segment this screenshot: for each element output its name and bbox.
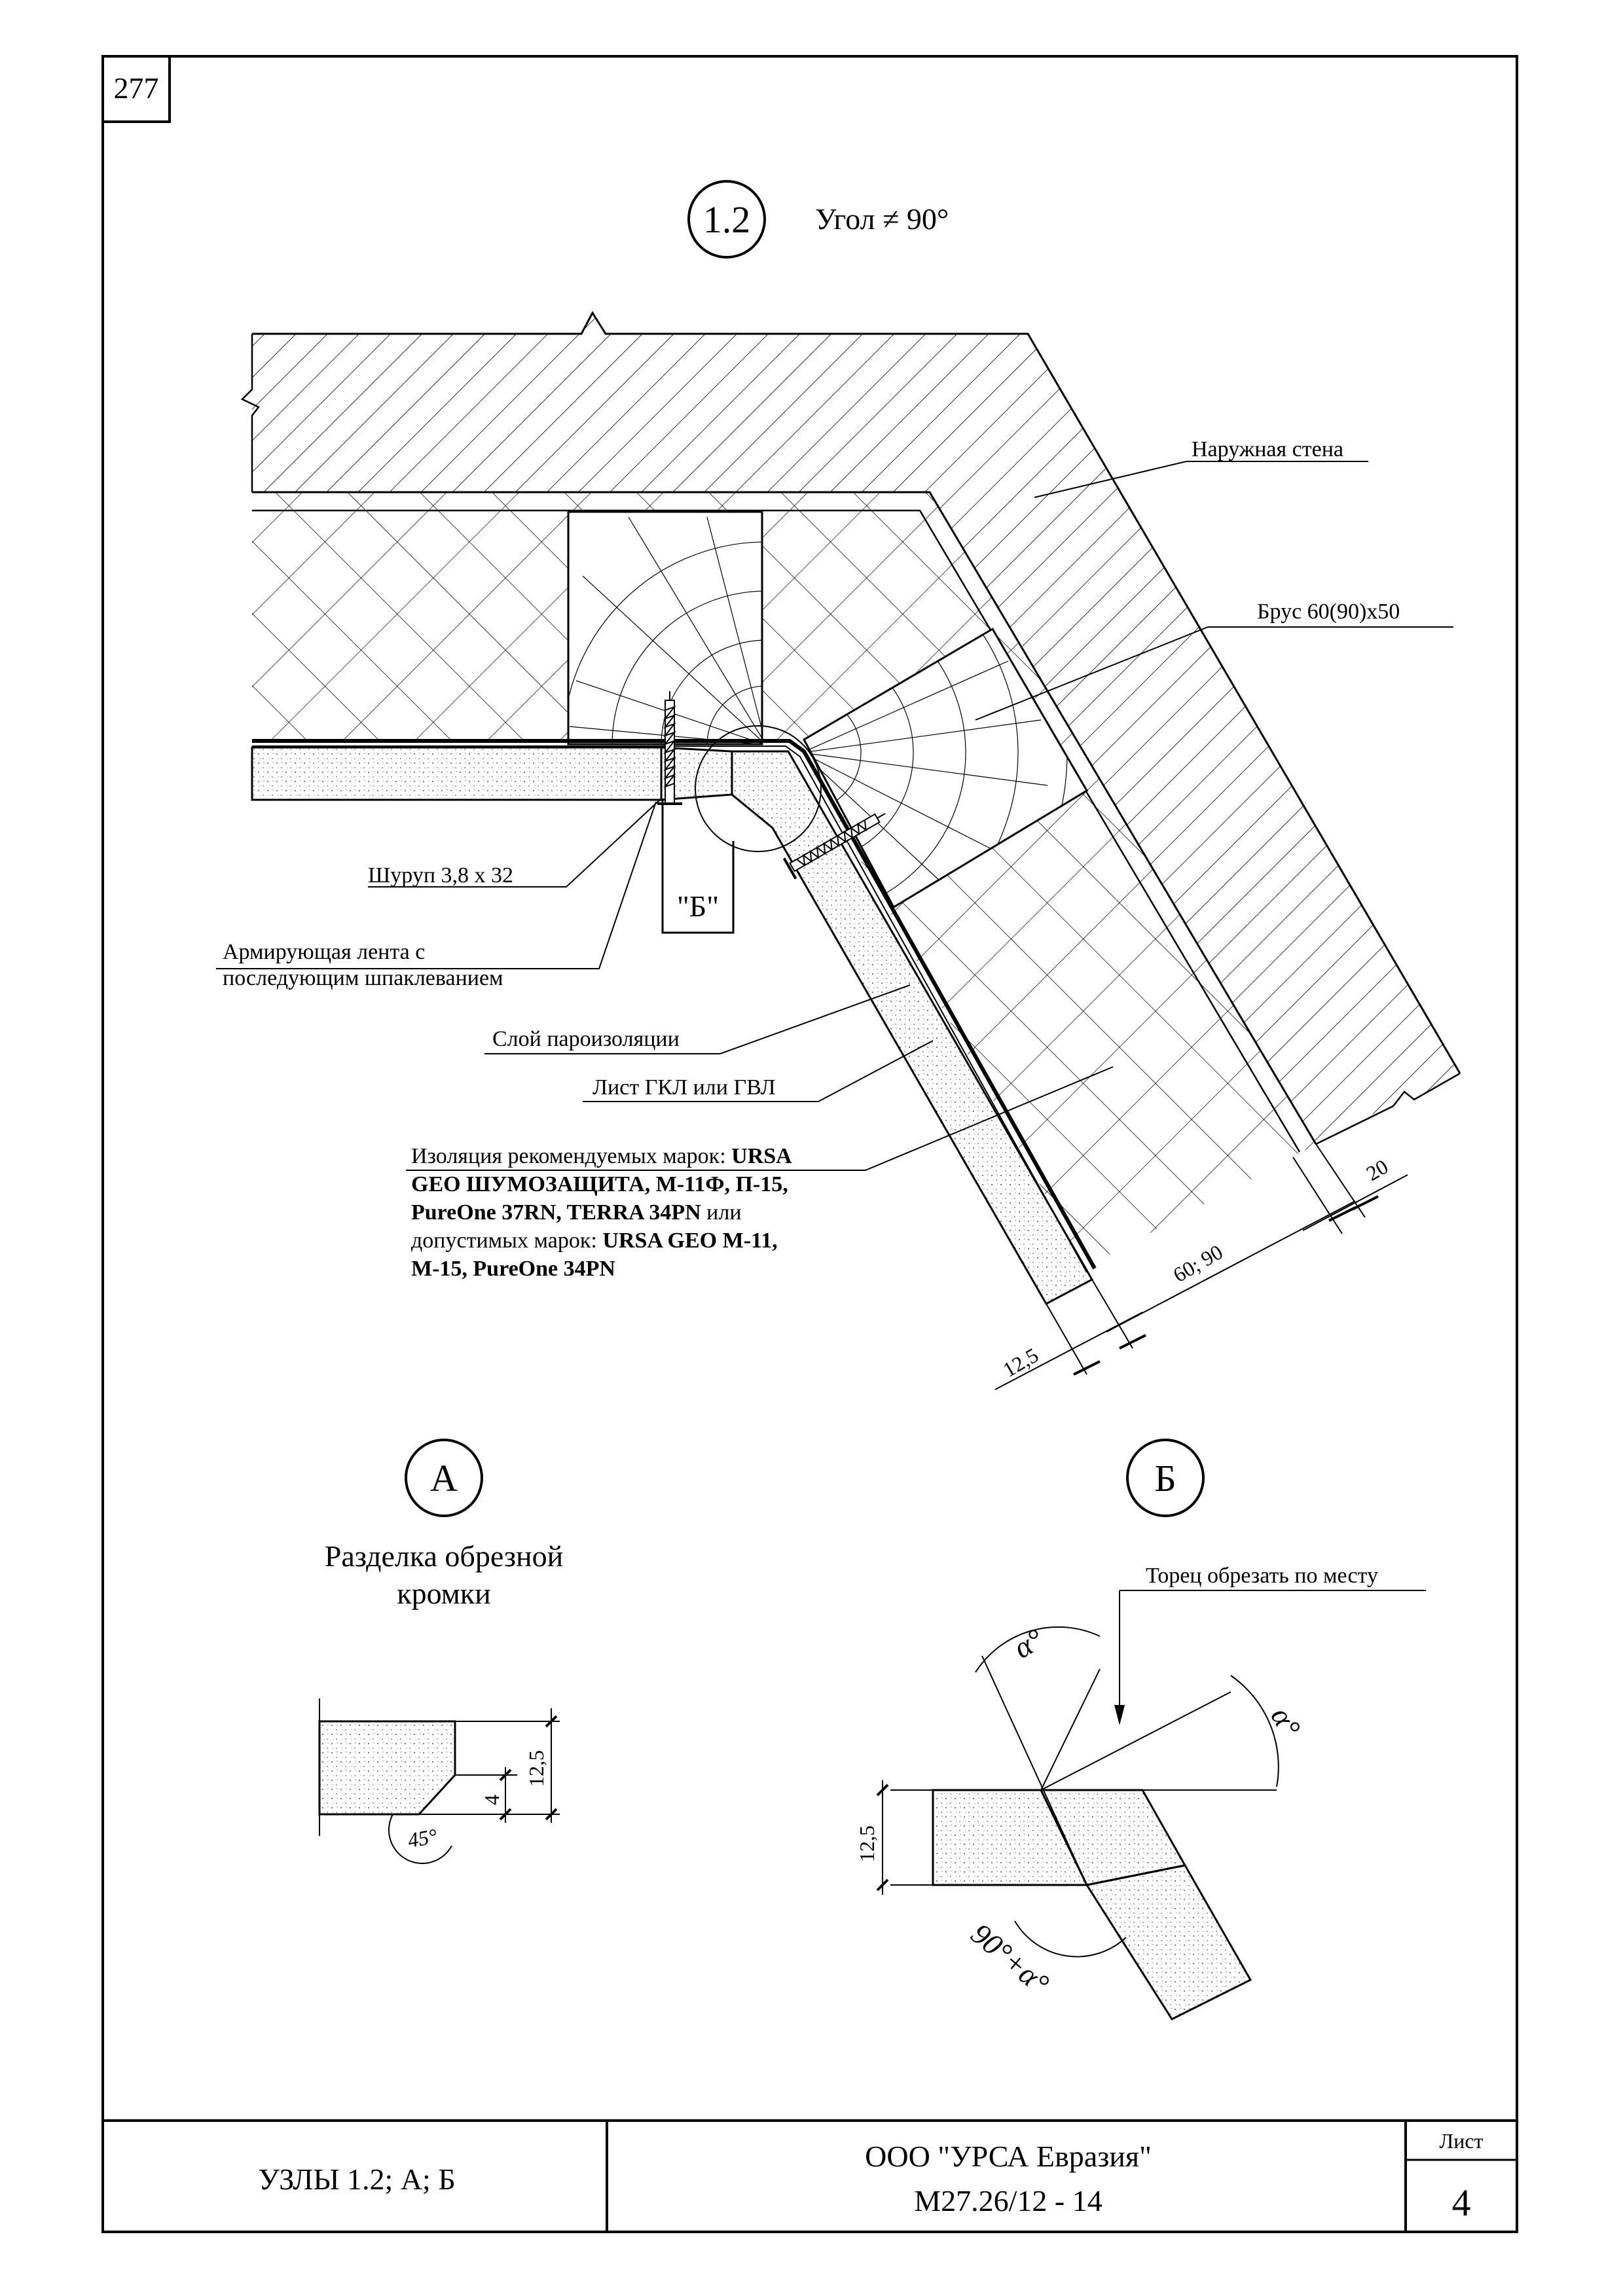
svg-text:GEO ШУМОЗАЩИТА, М-11Ф, П-15,: GEO ШУМОЗАЩИТА, М-11Ф, П-15, [411,1172,788,1196]
wall-air-gap-line [252,509,1301,1153]
detail-b-reference-circle [695,725,822,852]
detail-b-angle-sum: 90°+α° [965,1917,1055,2001]
outer-wall-break-left [240,334,260,492]
detail-a-marker-circle [405,1439,483,1517]
callout-beam: Брус 60(90)х50 [1257,600,1400,624]
svg-text:допустимых марок: URSA GEO М-1: допустимых марок: URSA GEO М-11, [411,1229,778,1253]
detail-b-arrowhead [1114,1705,1125,1725]
title-block-doc-code: М27.26/12 - 14 [914,2184,1103,2217]
detail-a-dim-chamfer: 4 [480,1795,503,1805]
detail-b-angle2: α° [1264,1702,1307,1742]
callout-sheet: Лист ГКЛ или ГВЛ [593,1075,776,1100]
dim-12-5: 12,5 [999,1343,1042,1382]
page-number: 277 [114,71,159,105]
outer-wall [252,313,1460,1144]
plasterboard-straight [251,746,663,801]
detail-b-reference-bracket [661,798,735,934]
screw-angled [782,813,886,880]
callout-tape-line2: последующим шпаклеванием [223,966,503,990]
detail-a-title-line1: Разделка обрезной [325,1539,563,1573]
vapor-barrier-inner [252,745,1087,1273]
page-number-box [101,55,171,123]
node-marker-circle [687,180,766,259]
svg-text:М-15, PureOne 34PN: М-15, PureOne 34PN [411,1257,615,1281]
detail-b-dim-height: 12,5 [855,1825,879,1862]
svg-text:Изоляция рекомендуемых марок:: Изоляция рекомендуемых марок: URSA [411,1144,792,1168]
node-subtitle: Угол ≠ 90° [815,202,949,236]
detail-b-marker-circle [1126,1439,1205,1517]
outer-wall-edge [252,311,1461,1074]
beam-straight-grain [568,516,762,744]
callout-vapor: Слой пароизоляции [492,1027,680,1051]
leaders [216,461,1453,1171]
dim-20: 20 [1362,1155,1393,1185]
title-block-sheet-number: 4 [1452,2181,1471,2224]
dim-60-90: 60; 90 [1169,1240,1227,1287]
beam-angled [802,627,1089,909]
detail-b-board-angled [1085,1864,1252,2020]
detail-b-construction [876,1626,1279,1958]
detail-b-reference: "Б" [677,889,719,923]
title-block-nodes: УЗЛЫ 1.2; А; Б [258,2162,456,2196]
detail-b-marker: Б [1154,1457,1176,1499]
vapor-barrier [252,739,1097,1270]
detail-a-angle: 45° [406,1824,439,1852]
detail-a-dimensions [388,1708,560,1864]
title-block-company: ООО "УРСА Евразия" [865,2140,1152,2173]
detail-b-note: Торец обрезать по месту [1146,1564,1378,1588]
title-block-sheet-label: Лист [1439,2129,1483,2153]
node-marker: 1.2 [703,198,751,241]
insulation-layer [252,492,1316,1267]
dimension-lines [994,1143,1408,1390]
detail-a-dim-height: 12,5 [524,1750,548,1787]
outer-wall-break-right [1315,1072,1461,1145]
detail-a-marker: А [430,1457,458,1499]
svg-text:PureOne 37RN, TERRA 34PN или: PureOne 37RN, TERRA 34PN или [411,1200,742,1225]
inner-face-line [252,491,1317,1145]
callout-tape-line1: Армирующая лента с [223,940,425,964]
screw-vertical [657,691,682,805]
callout-outer-wall: Наружная стена [1192,437,1343,461]
detail-a-board [318,1720,456,1816]
callout-screw: Шуруп 3,8 х 32 [368,863,513,888]
detail-a-title-line2: кромки [397,1577,491,1610]
callout-insulation: Изоляция рекомендуемых марок: URSA GEO Ш… [411,1144,792,1281]
sheet-frame [101,55,1518,2233]
